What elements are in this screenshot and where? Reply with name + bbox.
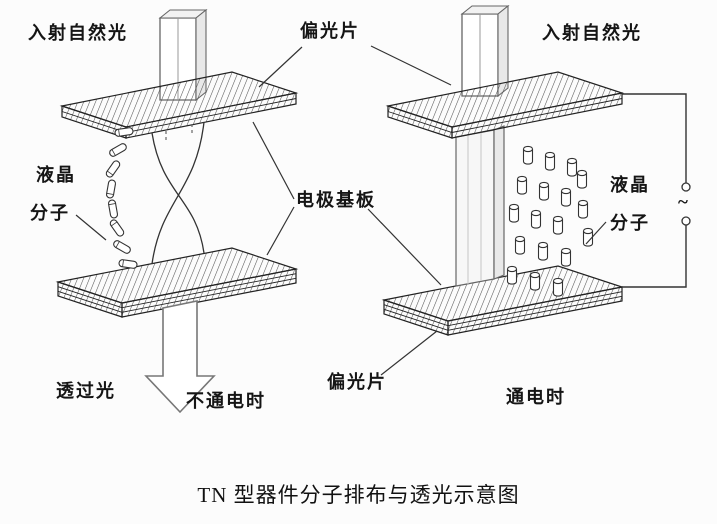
label-state-off: 不通电时 [186, 391, 266, 411]
leader-lc-right [585, 221, 607, 245]
lc-molecule [537, 241, 549, 261]
lc-molecule [552, 215, 564, 235]
lc-molecule [560, 247, 572, 267]
lc-molecule [506, 265, 518, 285]
lc-molecule [522, 145, 534, 165]
lc-molecule [118, 258, 138, 270]
label-polarizer-top: 偏光片 [300, 21, 360, 41]
lc-molecule [529, 271, 541, 291]
polarizer-plate-bottom-right [381, 265, 625, 336]
lc-molecule [104, 159, 122, 179]
leader-electrode-right [367, 208, 442, 286]
leader-polarizer-top-left [258, 46, 303, 88]
leader-lines [75, 45, 607, 376]
circuit-terminal-bottom [681, 216, 691, 226]
label-lc-left-line1: 液晶 [36, 165, 76, 185]
lc-molecule [516, 175, 528, 195]
polarizer-plate-bottom-left [55, 247, 299, 318]
lc-molecule [108, 218, 126, 238]
lc-molecule [107, 198, 119, 220]
lc-molecule [111, 238, 133, 256]
lc-molecule [107, 141, 129, 159]
leader-polarizer-bottom [380, 330, 438, 376]
label-transmitted-light: 透过光 [56, 381, 116, 401]
label-polarizer-bottom: 偏光片 [327, 372, 387, 392]
lc-molecule [514, 235, 526, 255]
ac-circuit [622, 93, 691, 288]
label-lc-left-line2: 分子 [30, 203, 70, 223]
twisted-light-ribbon [151, 121, 205, 265]
lc-molecule [576, 169, 588, 189]
label-lc-right-line2: 分子 [610, 213, 650, 233]
leader-lc-left [75, 214, 107, 241]
lc-molecule [582, 227, 594, 247]
label-incident-light-right: 入射自然光 [542, 23, 642, 43]
ac-source-symbol: ~ [678, 192, 688, 213]
lc-molecule [530, 209, 542, 229]
leader-electrode-lower-left [266, 206, 295, 256]
lc-molecule [508, 203, 520, 223]
lc-molecule [544, 151, 556, 171]
lc-molecule [538, 181, 550, 201]
transmitted-light-arrow [144, 300, 216, 414]
label-lc-right-line1: 液晶 [610, 175, 650, 195]
polarizer-plate-top-right [385, 71, 625, 139]
leader-polarizer-top-right [370, 45, 452, 86]
lc-molecule [560, 187, 572, 207]
label-incident-light-left: 入射自然光 [28, 23, 128, 43]
lc-molecules-left [104, 126, 138, 270]
leader-electrode-upper-left [252, 121, 295, 200]
circuit-terminal-top [681, 182, 691, 192]
label-state-on: 通电时 [506, 387, 566, 407]
label-electrode-substrate: 电极基板 [296, 190, 376, 210]
lc-molecule [552, 277, 564, 297]
lc-molecule [566, 157, 578, 177]
incident-light-beam-right [460, 4, 510, 98]
figure-title: TN 型器件分子排布与透光示意图 [197, 483, 520, 507]
light-column-right [455, 125, 505, 287]
beam-dashes-left [165, 124, 193, 143]
lc-molecule [105, 178, 117, 200]
lc-molecule [577, 199, 589, 219]
